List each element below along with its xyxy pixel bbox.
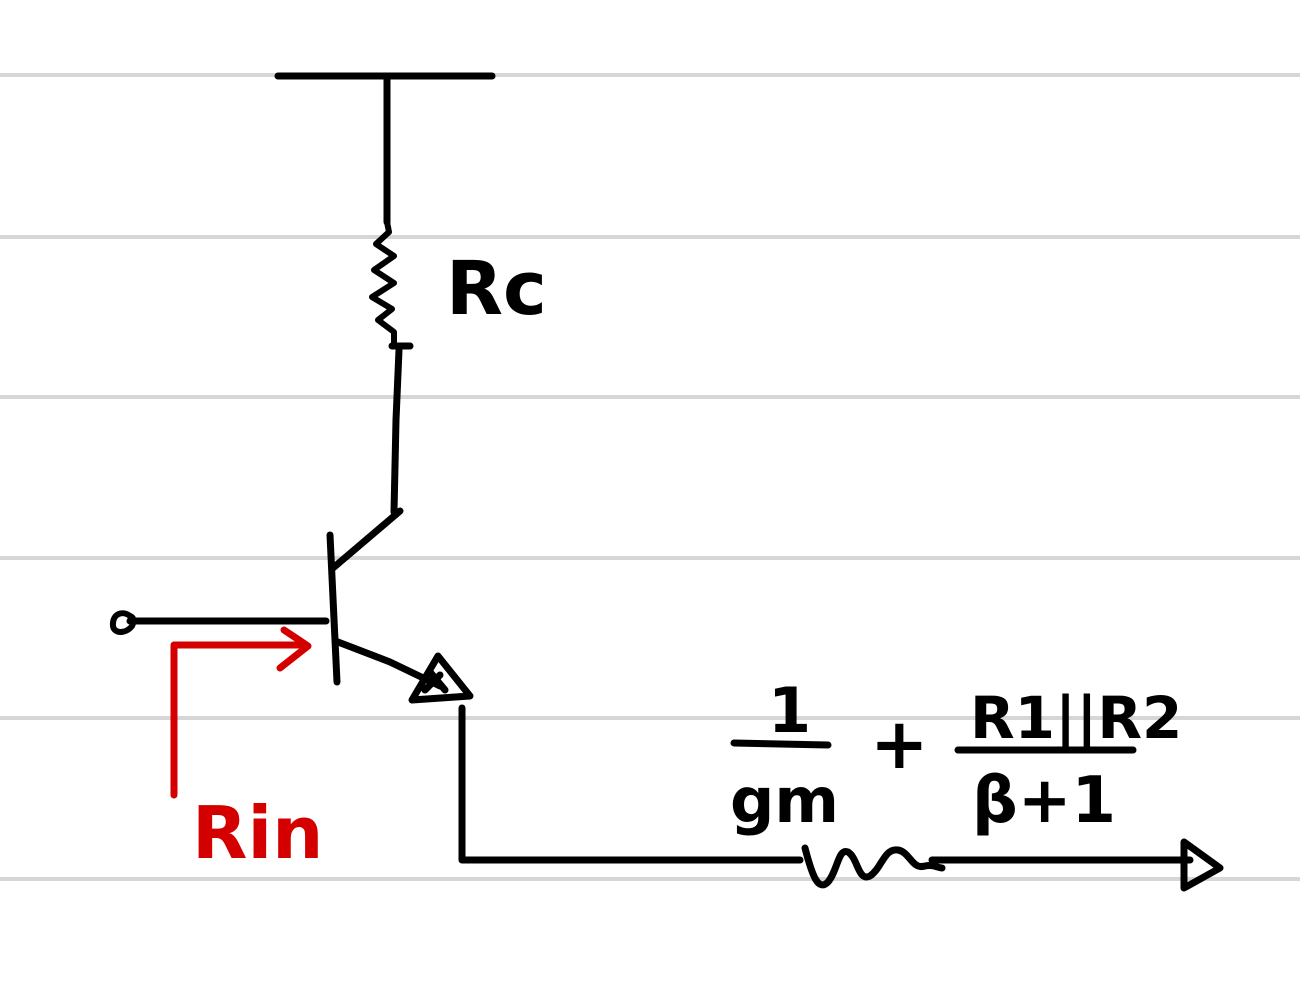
collector-resistor <box>369 219 397 348</box>
operator-plus: + <box>870 703 929 785</box>
fraction-bar-1 <box>730 739 832 749</box>
ruled-lines <box>0 73 1300 881</box>
emitter-equivalent-resistor <box>801 844 946 889</box>
emitter-wire <box>458 704 804 864</box>
emitter-arrow-icon <box>408 652 474 704</box>
input-terminal-icon <box>109 610 137 635</box>
term2-denominator: β+1 <box>972 764 1116 838</box>
collector-wire <box>390 346 403 516</box>
bjt-transistor <box>326 507 474 704</box>
rin-label: Rin <box>192 791 323 875</box>
transistor-base-bar <box>326 531 341 686</box>
term1-numerator: 1 <box>768 674 811 747</box>
rc-label: Rc <box>446 246 547 332</box>
terminal-triangle-icon <box>1180 838 1224 892</box>
rin-indicator-arrow <box>170 641 304 799</box>
transistor-collector-lead <box>329 507 404 572</box>
rin-arrowhead-icon <box>276 626 312 672</box>
term2-numerator: R1||R2 <box>970 684 1182 752</box>
term1-denominator: gm <box>730 764 839 837</box>
